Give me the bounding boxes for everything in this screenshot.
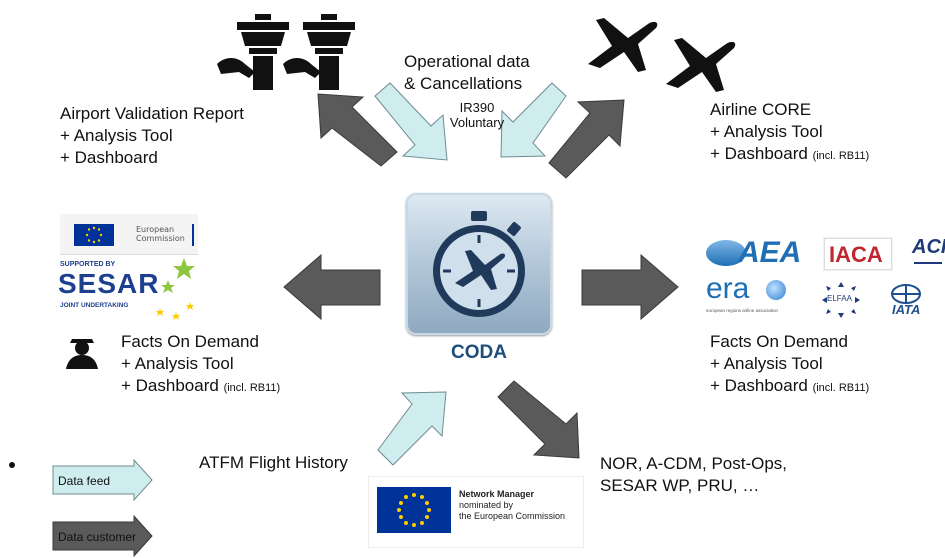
bullet-dot: [9, 462, 15, 468]
right-dashboard: + Dashboard (incl. RB11): [710, 376, 870, 395]
left-facts-block: Facts On Demand + Analysis Tool + Dashbo…: [121, 331, 280, 399]
airport-validation-block: Airport Validation Report + Analysis Too…: [60, 103, 244, 169]
other-consumers-line1: NOR, A-CDM, Post-Ops,: [600, 454, 788, 473]
eu-flag-icon: [74, 224, 114, 246]
sesar-joint-undertaking: JOINT UNDERTAKING: [60, 302, 129, 309]
ir390-label: IR390 Voluntary: [442, 100, 512, 130]
feed-arrow-top-left: [374, 82, 448, 161]
operational-data-title: Operational data & Cancellations: [404, 51, 530, 95]
cancellations-line: & Cancellations: [404, 74, 523, 93]
network-manager-text: Network Manager nominated by the Europea…: [459, 489, 566, 521]
legend-customer-arrow: [52, 515, 153, 557]
control-tower-icon-group: [217, 14, 355, 90]
control-tower-icon: [283, 14, 355, 90]
airline-associations-logos: AEA IACA ACI era european regions airlin…: [706, 232, 945, 320]
legend-feed-arrow: [52, 459, 153, 501]
left-analysis-tool: + Analysis Tool: [121, 354, 234, 373]
airline-core-title: Airline CORE: [710, 100, 812, 119]
stopwatch-airplane-icon: [433, 211, 525, 317]
sesar-name: SESAR: [58, 268, 160, 299]
left-facts-title: Facts On Demand: [121, 332, 259, 351]
airport-dashboard: + Dashboard: [60, 148, 158, 167]
right-facts-block: Facts On Demand + Analysis Tool + Dashbo…: [710, 331, 869, 399]
airline-core-block: Airline CORE + Analysis Tool + Dashboard…: [710, 99, 869, 167]
left-dashboard: + Dashboard (incl. RB11): [121, 376, 281, 395]
control-tower-icon: [217, 14, 289, 90]
network-manager-logo: Network Manager nominated by the Europea…: [369, 477, 583, 547]
customer-arrow-right: [581, 253, 679, 321]
person-icon: [66, 339, 98, 369]
ir390-line: IR390: [459, 100, 495, 115]
airport-analysis-tool: + Analysis Tool: [60, 126, 173, 145]
other-consumers-line2: SESAR WP, PRU, …: [600, 476, 760, 495]
coda-label: CODA: [451, 342, 507, 363]
legend-feed-label: Data feed: [58, 474, 111, 488]
era-logo: era european regions airline association: [706, 272, 806, 316]
iaca-logo: IACA: [824, 238, 892, 270]
customer-arrow-top-right: [548, 99, 625, 179]
coda-logo: [406, 193, 552, 335]
aci-logo: ACI: [912, 234, 945, 278]
airplane-icon: [666, 38, 736, 92]
airport-validation-title: Airport Validation Report: [60, 104, 244, 123]
right-analysis-tool: + Analysis Tool: [710, 354, 823, 373]
eu-flag-icon: [377, 487, 451, 533]
sesar-logo: SUPPORTED BY SESAR JOINT UNDERTAKING: [58, 256, 203, 326]
iata-globe-icon: [891, 284, 921, 304]
other-consumers-block: NOR, A-CDM, Post-Ops, SESAR WP, PRU, …: [600, 453, 787, 497]
airplane-icon: [588, 18, 658, 72]
atfm-flight-history: ATFM Flight History: [199, 453, 348, 472]
customer-arrow-bottom-right: [497, 380, 580, 459]
customer-arrow-left: [283, 253, 381, 321]
airplane-icon-group: [588, 18, 736, 92]
airline-analysis-tool: + Analysis Tool: [710, 122, 823, 141]
airline-dashboard: + Dashboard (incl. RB11): [710, 144, 870, 163]
legend-customer-label: Data customer: [58, 530, 137, 544]
right-facts-title: Facts On Demand: [710, 332, 848, 351]
feed-arrow-bottom-left: [377, 391, 447, 466]
sesar-stars-icon: [156, 258, 195, 320]
operational-data-line: Operational data: [404, 52, 530, 71]
ec-logo-line1: European: [136, 225, 175, 234]
voluntary-line: Voluntary: [449, 115, 505, 130]
aea-logo: AEA: [706, 236, 818, 270]
elfaa-logo: ELFAA: [816, 280, 866, 320]
sesar-supported-by: SUPPORTED BY: [60, 261, 116, 268]
european-commission-logo: European Commission: [60, 214, 198, 255]
feed-arrow-top-right: [500, 82, 567, 158]
elfaa-arrows-icon: [822, 282, 860, 318]
customer-arrow-top-left: [317, 93, 398, 167]
iata-logo: IATA: [886, 284, 926, 318]
ec-logo-line2: Commission: [136, 234, 185, 243]
